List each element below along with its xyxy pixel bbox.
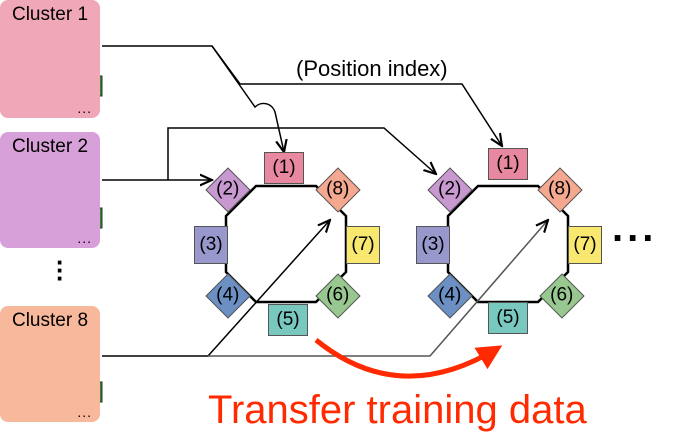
cluster-ellipsis: ... [77, 230, 92, 246]
cluster-8-box: Cluster 8 ... [0, 306, 100, 422]
ring1-position-5: (5) [268, 304, 308, 336]
cluster-2-box: Cluster 2 ... [0, 132, 100, 248]
ring2-position-7: (7) [568, 226, 602, 264]
cluster-ellipsis: ... [77, 100, 92, 116]
transfer-caption: Transfer training data [208, 388, 587, 432]
cluster-label: Cluster 2 [11, 136, 89, 157]
ring1-position-7: (7) [346, 226, 380, 264]
more-rings-ellipsis: ... [612, 206, 658, 250]
arrow-cluster1-to-ring1 [102, 45, 284, 152]
clusters-vertical-ellipsis: ··· [56, 247, 65, 293]
ring2-position-3: (3) [416, 226, 450, 264]
arrow-cluster1-to-ring2 [211, 45, 502, 146]
ring1-position-1: (1) [264, 152, 304, 184]
position-index-label: (Position index) [296, 56, 448, 81]
ring1-position-3: (3) [194, 226, 228, 264]
transfer-arrow [314, 338, 503, 379]
cluster-ellipsis: ... [77, 404, 92, 420]
cluster-label: Cluster 1 [11, 4, 89, 25]
arrow-cluster8-to-ring2 [208, 220, 548, 357]
arrow-cluster2-to-ring2 [167, 127, 436, 180]
cluster-label: Cluster 8 [11, 310, 89, 331]
ring2-position-5: (5) [488, 302, 528, 334]
cluster-1-box: Cluster 1 ... [0, 0, 100, 118]
ring2-position-1: (1) [488, 148, 528, 180]
